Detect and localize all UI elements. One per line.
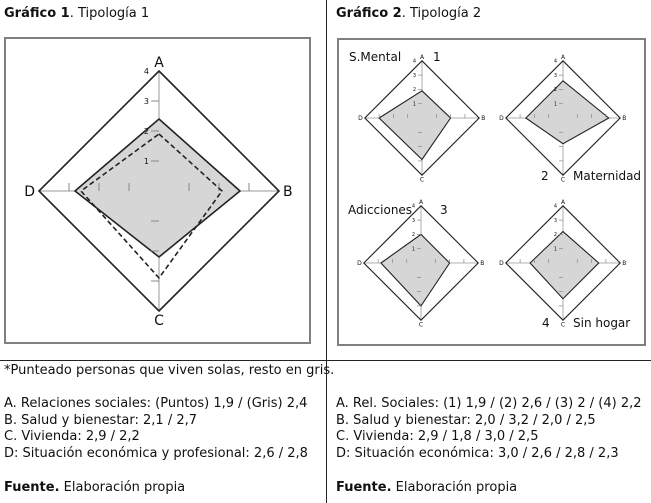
chart2-title-text: . Tipología 2: [401, 6, 482, 21]
subchart1-label-b: B: [481, 115, 485, 122]
subchart3-label-c: C: [419, 322, 423, 329]
chart1-tick-label: 3: [144, 97, 149, 106]
subchart2-tick-label: 4: [554, 59, 557, 65]
subchart3-number: 3: [440, 203, 448, 217]
chart1-label-b: B: [283, 184, 293, 200]
chart2-source: Fuente. Elaboración propia: [336, 480, 517, 495]
subchart3-outer-diamond: [363, 205, 479, 321]
chart2-legend: A. Rel. Sociales: (1) 1,9 / (2) 2,6 / (3…: [336, 396, 642, 462]
chart1-title-number: Gráfico 1: [4, 6, 70, 21]
chart1-legend-c: C. Vivienda: 2,9 / 2,2: [4, 429, 140, 444]
subchart4-tick-label: 3: [554, 218, 557, 224]
subchart3-name: Adicciones: [348, 203, 412, 217]
chart1-label-c: C: [154, 313, 164, 329]
subchart1-label-c: C: [420, 177, 424, 184]
subchart3-tick-label: 4: [412, 204, 415, 210]
chart1-tick-label: 2: [144, 127, 149, 136]
subchart4-label-c: C: [561, 322, 565, 329]
chart2-title-number: Gráfico 2: [336, 6, 402, 21]
chart2-source-text: Elaboración propia: [391, 480, 518, 495]
subchart2-series-0: [524, 80, 610, 145]
table-column-divider: [326, 0, 327, 503]
subchart2-tick-label: 3: [554, 73, 557, 79]
subchart1-series-0: [378, 90, 452, 161]
subchart1-outer-diamond: [364, 60, 480, 176]
chart1-source: Fuente. Elaboración propia: [4, 480, 185, 495]
chart2-legend-c: C. Vivienda: 2,9 / 1,8 / 3,0 / 2,5: [336, 429, 539, 444]
subchart2-name: Maternidad: [573, 169, 641, 183]
subchart2-tick-label: 2: [554, 87, 557, 93]
chart2-title: Gráfico 2. Tipología 2: [336, 6, 481, 21]
subchart3-tick-label: 1: [412, 246, 415, 252]
chart1-outer-diamond: [37, 69, 281, 313]
chart1-tick-label: 1: [144, 157, 149, 166]
subchart3-label-b: B: [480, 260, 484, 267]
chart1-legend-d: D: Situación económica y profesional: 2,…: [4, 445, 308, 461]
subchart1-label-d: D: [358, 115, 363, 122]
subchart2-outer-diamond: [505, 60, 621, 176]
chart1-label-d: D: [24, 184, 35, 200]
subchart2-label-b: B: [622, 115, 626, 122]
subchart2-label-c: C: [561, 177, 565, 184]
subchart4-outer-diamond: [505, 205, 621, 321]
subchart4-series-0: [529, 230, 600, 300]
subchart4-number: 4: [542, 316, 550, 330]
subchart4-name: Sin hogar: [573, 316, 630, 330]
subchart4-label-b: B: [622, 260, 626, 267]
subchart4-tick-label: 2: [554, 232, 557, 238]
subchart4-label-d: D: [499, 260, 504, 267]
subchart2-label-d: D: [499, 115, 504, 122]
subchart4-tick-label: 4: [554, 204, 557, 210]
chart2-legend-d: D: Situación económica: 3,0 / 2,6 / 2,8 …: [336, 445, 619, 461]
chart1-legend-b: B. Salud y bienestar: 2,1 / 2,7: [4, 412, 198, 428]
chart2-frame: [337, 38, 646, 346]
subchart1-name: S.Mental: [349, 50, 401, 64]
subchart2-tick-label: 1: [554, 101, 557, 107]
chart1-tick-label: 4: [144, 67, 149, 76]
subchart1-tick-label: 2: [413, 87, 416, 93]
chart1-legend: A. Relaciones sociales: (Puntos) 1,9 / (…: [4, 396, 308, 462]
subchart3-label-d: D: [357, 260, 362, 267]
subchart1-number: 1: [433, 50, 441, 64]
subchart3-label-a: A: [419, 199, 424, 206]
subchart2-number: 2: [541, 169, 549, 183]
subchart2-label-a: A: [561, 54, 566, 61]
subchart1-tick-label: 4: [413, 59, 416, 65]
chart2-source-label: Fuente.: [336, 480, 392, 495]
subchart1-tick-label: 3: [413, 73, 416, 79]
subchart4-label-a: A: [561, 199, 566, 206]
chart1-source-text: Elaboración propia: [59, 480, 186, 495]
subchart3-tick-label: 2: [412, 232, 415, 238]
chart1-label-a: A: [154, 55, 164, 71]
chart1-legend-a: A. Relaciones sociales: (Puntos) 1,9 / (…: [4, 396, 308, 411]
subchart4-tick-label: 1: [554, 246, 557, 252]
subchart3-series-0: [380, 233, 451, 307]
table-row-divider: [0, 360, 651, 361]
chart1-source-label: Fuente.: [4, 480, 60, 495]
subchart1-label-a: A: [420, 54, 425, 61]
chart1-title: Gráfico 1. Tipología 1: [4, 6, 149, 21]
chart1-footnote: *Punteado personas que viven solas, rest…: [4, 363, 335, 378]
subchart1-tick-label: 1: [413, 101, 416, 107]
subchart3-tick-label: 3: [412, 218, 415, 224]
chart1-series-0: [73, 117, 242, 259]
chart2-legend-a: A. Rel. Sociales: (1) 1,9 / (2) 2,6 / (3…: [336, 396, 642, 411]
chart2-legend-b: B. Salud y bienestar: 2,0 / 3,2 / 2,0 / …: [336, 412, 596, 428]
chart1-series-dashed: [79, 132, 224, 280]
chart1-title-text: . Tipología 1: [69, 6, 150, 21]
